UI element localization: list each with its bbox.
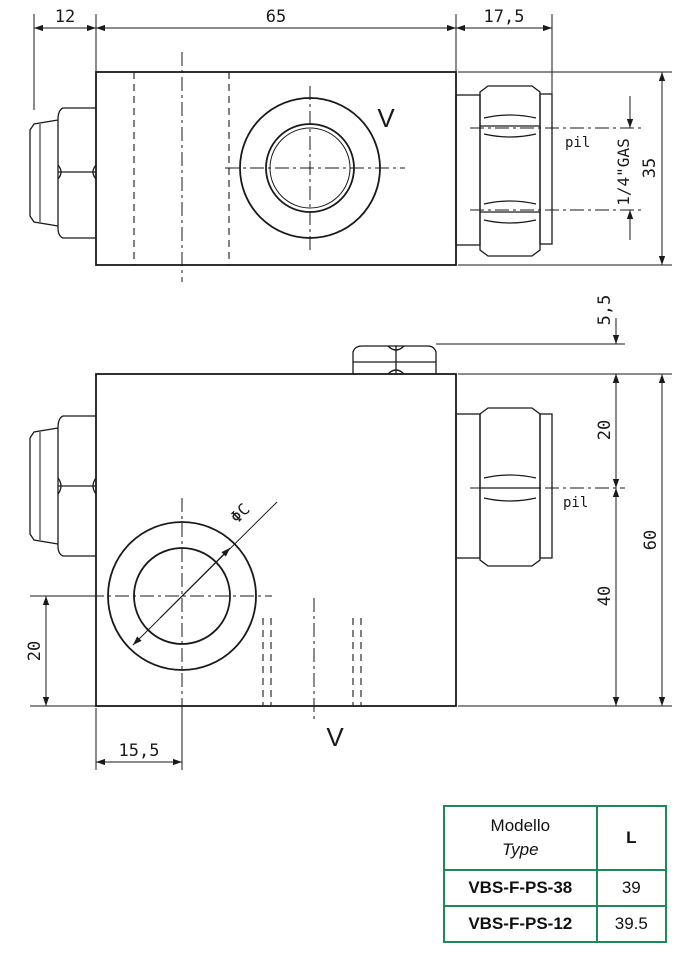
left-plug-top [29,107,97,239]
dim-left-plug-label: 12 [55,7,75,27]
header-model: Modello [490,816,551,835]
port-v-front: ΦC [40,498,278,716]
diameter-label: ΦC [227,500,254,527]
dim-body-length-label: 65 [266,7,286,27]
left-plug-front [29,415,97,557]
dim-pilot-offset-label: 20 [595,420,615,440]
top-plug [352,345,437,375]
header-type: Type [502,840,539,859]
header-l: L [595,805,668,871]
pilot-fitting-top: pil 1/4"GAS [455,85,645,257]
port-v-label-top: V [377,103,395,133]
dim-plug-height-label: 5,5 [595,295,615,326]
dim-pilot-offset: 20 [595,374,620,488]
dim-port-offset-label: 15,5 [119,741,160,761]
thread-label: 1/4"GAS [614,138,633,205]
header-model-cell: Modello Type [443,805,598,871]
table-row: VBS-F-PS-38 39 [443,869,668,907]
dim-body-height-label: 60 [641,530,661,550]
pilot-label-front: pil [563,495,588,511]
port-v-top: V [225,86,405,250]
table-row: VBS-F-PS-12 39.5 [443,905,668,943]
dim-port-offset: 15,5 [96,741,182,766]
dim-port-height: 20 [25,596,50,706]
dim-plug-height: 5,5 [595,295,620,400]
dim-port-height-label: 20 [25,641,45,661]
dim-pilot-fitting: 17,5 [456,7,552,32]
pilot-fitting-front: pil [455,407,625,567]
dim-pilot-fitting-label: 17,5 [484,7,525,27]
dim-height-35: 35 [640,72,666,265]
top-view: 12 65 17,5 35 [29,7,672,282]
model-cell: VBS-F-PS-38 [443,869,598,907]
dim-left-plug: 12 [34,7,96,32]
valve-body-front [95,373,457,707]
l-value-cell: 39 [595,869,668,907]
dim-body-height: 60 [641,374,666,706]
l-value-cell: 39.5 [595,905,668,943]
dim-height-35-label: 35 [640,158,660,178]
dim-lower-height-label: 40 [595,586,615,606]
front-view: 5,5 20 40 60 20 15,5 [25,295,672,770]
pilot-label-top: pil [565,135,590,151]
dim-body-length: 65 [96,7,456,32]
model-cell: VBS-F-PS-12 [443,905,598,943]
table-header-row: Modello Type L [443,805,668,871]
model-table: Modello Type L VBS-F-PS-38 39 VBS-F-PS-1… [443,805,668,943]
dim-lower-height: 40 [595,488,620,706]
port-v-label-front: V [326,722,344,752]
